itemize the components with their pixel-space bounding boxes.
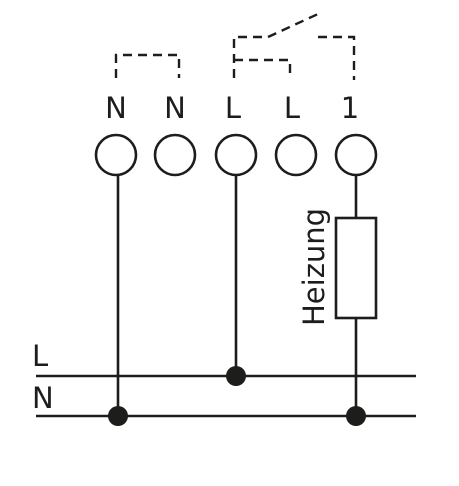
line-bus-label: L [32,339,48,373]
terminal-label-l1: L [225,91,241,125]
relay-switch-blade [267,12,319,39]
terminal-label-l2: L [284,91,300,125]
terminal-1 [334,133,378,177]
heater-resistor [334,216,378,320]
terminal-n1 [94,133,138,177]
relay-l-bridge-dashed [234,58,292,78]
junction-neutral-left [108,406,128,426]
terminal-l2 [274,133,318,177]
junction-line [226,366,246,386]
relay-output-dashed [318,35,356,80]
terminal-n2 [153,133,197,177]
neutral-bridge-dashed [114,53,181,78]
relay-contact-dashed [232,35,268,78]
heater-label: Heizung [297,208,331,326]
neutral-bus-label: N [32,381,54,415]
terminal-label-n1: N [105,91,127,125]
terminal-label-1: 1 [341,91,359,125]
terminal-l1 [214,133,258,177]
terminal-label-n2: N [164,91,186,125]
junction-neutral-right [346,406,366,426]
